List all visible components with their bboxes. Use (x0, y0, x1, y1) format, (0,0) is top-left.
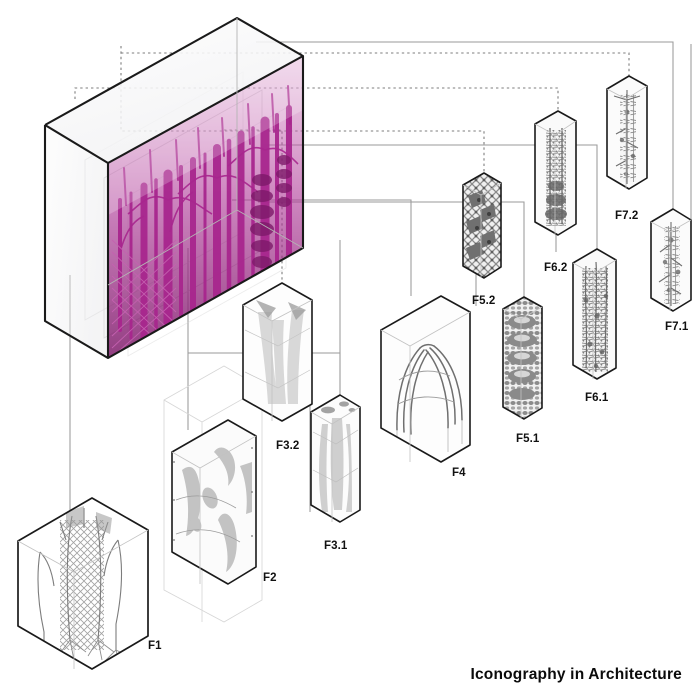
connector-F6-1 (268, 144, 598, 249)
master-assembly-box[interactable] (43, 16, 305, 368)
module-F2-texture (172, 420, 256, 584)
label-F7-2: F7.2 (615, 210, 639, 222)
module-F7-2[interactable] (606, 75, 650, 193)
label-F1: F1 (148, 640, 162, 652)
module-F7-1-texture (651, 209, 691, 311)
label-F6-2: F6.2 (544, 262, 568, 274)
label-F5-1: F5.1 (516, 433, 540, 445)
module-F3-1-texture (311, 395, 360, 522)
connector-F5-1 (258, 201, 525, 297)
label-F3-1: F3.1 (324, 540, 348, 552)
module-F1[interactable] (17, 497, 149, 673)
connector-F6-2 (74, 87, 559, 111)
module-F7-2-texture (607, 76, 647, 189)
module-F3-1[interactable] (310, 394, 362, 524)
module-F5-1[interactable] (502, 296, 544, 422)
page-title: Iconography in Architecture (470, 666, 682, 683)
module-F7-1[interactable] (650, 208, 694, 314)
module-F4-texture (381, 296, 470, 462)
module-F2[interactable] (163, 365, 263, 623)
module-F5-1-texture (503, 297, 542, 419)
module-F6-1[interactable] (572, 248, 618, 382)
label-F3-2: F3.2 (276, 440, 300, 452)
connector-F7-1 (256, 41, 674, 209)
module-F6-1-texture (573, 249, 616, 379)
module-F4[interactable] (380, 294, 472, 464)
label-F6-1: F6.1 (585, 392, 609, 404)
label-F7-1: F7.1 (665, 321, 689, 333)
magenta-column-field (108, 56, 303, 358)
module-F6-2-texture (535, 111, 576, 235)
module-F5-2-texture (463, 173, 501, 278)
module-F5-2[interactable] (462, 172, 504, 282)
module-F3-2[interactable] (242, 282, 314, 424)
label-F2: F2 (263, 572, 277, 584)
label-F4: F4 (452, 467, 466, 479)
module-F3-2-texture (243, 283, 312, 421)
label-F5-2: F5.2 (472, 295, 496, 307)
module-F6-2[interactable] (534, 110, 578, 238)
